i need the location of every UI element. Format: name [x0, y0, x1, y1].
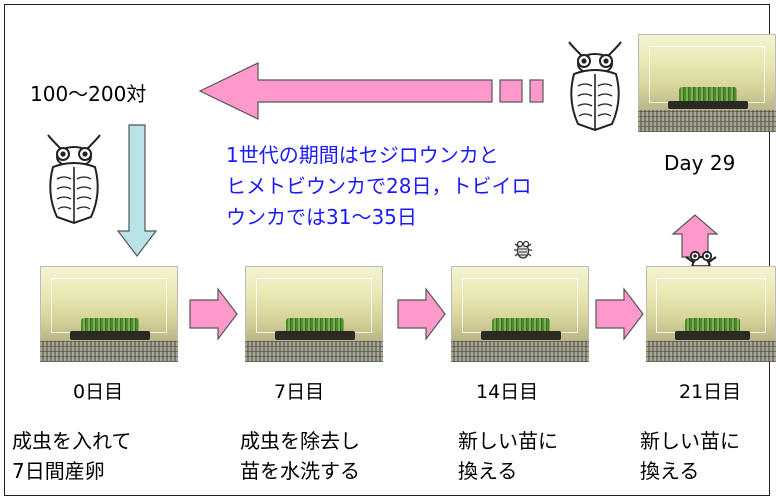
release-arrow: [116, 124, 158, 257]
cage-photo-day7: [245, 266, 383, 362]
stage-day-label: 14日目: [476, 381, 539, 403]
step-arrow-2: [397, 287, 446, 341]
cage-photo-day29: [638, 34, 776, 132]
final-day-label: Day 29: [664, 151, 736, 175]
generation-note-line: 1世代の期間はセジロウンカと: [226, 143, 499, 167]
stage-description-line: 換える: [458, 459, 518, 483]
return-arrow-dash-2: [529, 79, 544, 103]
stage-description-line: 成虫を除去し: [240, 429, 360, 453]
stage-description-line: 新しい苗に: [458, 429, 558, 453]
to-day29-arrow: [671, 214, 719, 258]
stage-description: 成虫を除去し 苗を水洗する: [240, 426, 360, 486]
stage-description-line: 新しい苗に: [640, 429, 740, 453]
stage-day-label: 7日目: [274, 381, 325, 403]
step-arrow-1: [189, 287, 238, 341]
stage-description: 成虫を入れて 7日間産卵: [12, 426, 131, 486]
generation-note: 1世代の期間はセジロウンカと ヒメトビウンカで28日，トビイロ ウンカでは31〜…: [226, 140, 531, 233]
stage-description-line: 成虫を入れて: [12, 429, 132, 453]
stage-description: 新しい苗に 換える: [458, 426, 558, 486]
stage-description: 新しい苗に 換える: [640, 426, 740, 486]
cage-photo-day21: [646, 266, 776, 362]
generation-note-line: ヒメトビウンカで28日，トビイロ: [226, 174, 532, 198]
return-arrow-dash-1: [499, 79, 523, 103]
planthopper-icon: [568, 41, 622, 132]
stage-day-label: 0日目: [73, 381, 124, 403]
stage-description-line: 苗を水洗する: [240, 459, 360, 483]
stage-description-line: 7日間産卵: [12, 459, 105, 483]
cage-photo-day0: [40, 266, 178, 362]
stage-description-line: 換える: [640, 459, 700, 483]
nymph-icon: [514, 240, 532, 259]
planthopper-icon: [47, 134, 101, 225]
stage-day-label: 21日目: [679, 381, 742, 403]
pairs-label: 100〜200対: [30, 82, 147, 106]
generation-note-line: ウンカでは31〜35日: [226, 205, 417, 229]
step-arrow-3: [595, 287, 644, 341]
cage-photo-day14: [451, 266, 589, 362]
